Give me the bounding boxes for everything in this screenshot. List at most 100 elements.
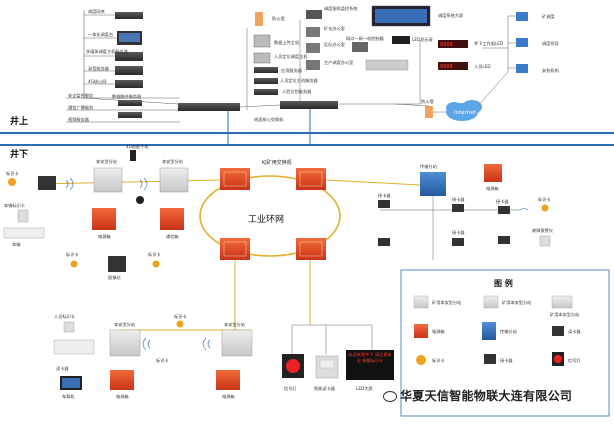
led-panel-icon xyxy=(438,40,468,48)
phone-4g-icon xyxy=(130,150,136,161)
switch-label: 接卡器 xyxy=(452,196,465,203)
right-device-label: 调度系统大屏 xyxy=(438,12,463,19)
left-device-label: 4G核心网 xyxy=(88,78,106,85)
power-box-label: 电源箱 xyxy=(98,233,111,240)
led-panel-text: 8888 xyxy=(440,64,453,70)
legend: 图 例 矿用本安型分站 矿用本安型分站 矿用本安型分站 电源箱 传输分站 读卡器… xyxy=(400,269,610,417)
legend-item-label: 标识卡 xyxy=(432,357,445,364)
power-box-label: 电源箱 xyxy=(486,185,499,192)
switch-row: 接卡器 接卡器 接卡器 接卡器 xyxy=(378,192,510,246)
power-box-icon xyxy=(216,370,240,390)
card-icon xyxy=(541,204,549,212)
right-device-label: 矿长办公室 xyxy=(324,25,345,32)
info-reader-label: 读卡器 xyxy=(56,365,69,372)
host-icon xyxy=(253,34,271,48)
switch-left-label: 数据融合服务器 xyxy=(112,93,142,100)
company-watermark: 华夏天信智能物联大连有限公司 xyxy=(383,387,572,404)
legend-substation-icon xyxy=(483,295,499,309)
zone-above-label: 井上 xyxy=(10,115,28,127)
sub-station-label: 本安型分站 xyxy=(224,321,245,328)
ring-switch-icon xyxy=(220,238,250,260)
broadcast-box-label: 通信箱 xyxy=(166,233,179,240)
card-label: 标识卡 xyxy=(174,313,187,320)
signal-light-label: 信号灯 xyxy=(284,385,297,392)
legend-card-icon xyxy=(416,355,426,365)
switch-label: 接卡器 xyxy=(452,229,465,236)
monitor-icon xyxy=(306,10,322,19)
right-devices: 调度指挥监控系统 调度系统大屏 矿长办公室 区队办公室 生产调度办公室 网口一闸… xyxy=(299,5,503,105)
ring-switch-label: KJ矿用交换机 xyxy=(262,159,292,166)
server-label: 通信广播服务 xyxy=(68,104,94,111)
underground-left: 本安型分站 本安型分站 4G智能手机 标识卡 车辆标识卡 车辆 电源箱 通信箱 … xyxy=(3,143,253,400)
firewall-icon xyxy=(255,12,263,26)
sub-station-label: 本安型分站 xyxy=(114,321,135,328)
internet-cloud-icon xyxy=(446,100,482,121)
server-rack-icon xyxy=(118,112,142,118)
vehicle-label: 车辆 xyxy=(12,241,20,248)
workstation-icon xyxy=(306,27,320,37)
rack-icon xyxy=(254,89,278,95)
legend-item-label: 读卡器 xyxy=(568,328,581,335)
left-device-label: 多媒体调度主机服务器 xyxy=(86,48,129,55)
client-label: 矿调度 xyxy=(542,13,555,20)
power-box-label: 电源箱 xyxy=(116,393,129,400)
fault-alarm-icon xyxy=(539,235,551,247)
ring-switch-icon xyxy=(296,238,326,260)
sub-station-label: 本安型分站 xyxy=(96,158,117,165)
mid-device-label: 应用服务器 xyxy=(281,67,303,74)
right-device-label: 井下工作面LED xyxy=(474,40,503,47)
led-screen-text: 欢迎来到井下 请注意安全 佩戴标识卡 xyxy=(348,352,392,363)
legend-title: 图 例 xyxy=(494,278,513,288)
switch-label: 接卡器 xyxy=(378,192,391,199)
middle-devices: 防火墙 数据上传主机 人员定位调度主机 应用服务器 人员定位主机服务器 人脸识别… xyxy=(246,12,319,110)
firewall-icon xyxy=(425,106,433,118)
card-icon xyxy=(176,320,184,328)
rack-icon xyxy=(254,67,278,73)
sub-station-label: 本安型分站 xyxy=(162,158,183,165)
power-box-icon xyxy=(110,370,134,390)
underground-right: 传输分站 电源箱 接卡器 接卡器 接卡器 接卡器 标识卡 故障报警仪 xyxy=(325,163,554,260)
right-device-label: 生产调度办公室 xyxy=(324,59,353,66)
pc-icon xyxy=(516,12,528,21)
left-device-label: 调度网关 xyxy=(88,8,105,15)
pc-icon xyxy=(516,64,528,73)
right-device-label: 调度指挥监控系统 xyxy=(324,5,358,12)
host-icon xyxy=(253,52,271,64)
internet-label: Internet xyxy=(454,110,477,116)
card-icon xyxy=(8,178,16,186)
surface-switch-icon xyxy=(178,103,240,111)
led-panel-text: 8888 xyxy=(440,42,453,48)
zone-below-label: 井下 xyxy=(10,148,28,160)
firewall-label: 防火墙 xyxy=(421,98,434,105)
console-icon: 一体化调度台 xyxy=(84,31,142,45)
broadcast-box-icon xyxy=(160,208,184,230)
vehicle-icon xyxy=(53,339,95,355)
workstation-icon xyxy=(306,60,320,70)
fault-box-label: 故障报警仪 xyxy=(532,227,554,234)
led-screen-label: LED大屏 xyxy=(356,385,373,392)
core-switch-label: 地面核心交换机 xyxy=(254,116,284,123)
led-panel-icon xyxy=(438,62,468,70)
legend-item-label: 接卡器 xyxy=(500,357,513,364)
switch-label: 接卡器 xyxy=(496,198,509,205)
wireless-wave-icons xyxy=(65,177,529,351)
sub-station-icon xyxy=(93,167,123,193)
in-vehicle-screen-display xyxy=(62,378,80,388)
person-card-icon xyxy=(63,321,75,333)
rack-icon xyxy=(254,78,278,84)
card-reader-icon xyxy=(452,238,464,246)
card-reader-icon xyxy=(498,236,510,244)
splitter-box-icon xyxy=(420,172,446,196)
card-label: 标识卡 xyxy=(66,251,79,258)
pc-icon xyxy=(352,42,368,52)
right-device-label: 区队办公室 xyxy=(324,41,345,48)
mid-device-label: 人员定位调度主机 xyxy=(274,53,308,60)
card-reader-icon xyxy=(378,200,390,208)
legend-reader-icon xyxy=(552,326,564,336)
power-box-icon xyxy=(92,208,116,230)
sub-station-icon xyxy=(159,167,189,193)
server-label: 视频服务器 xyxy=(68,116,90,123)
person-card-label: 人员标识卡 xyxy=(54,313,75,320)
